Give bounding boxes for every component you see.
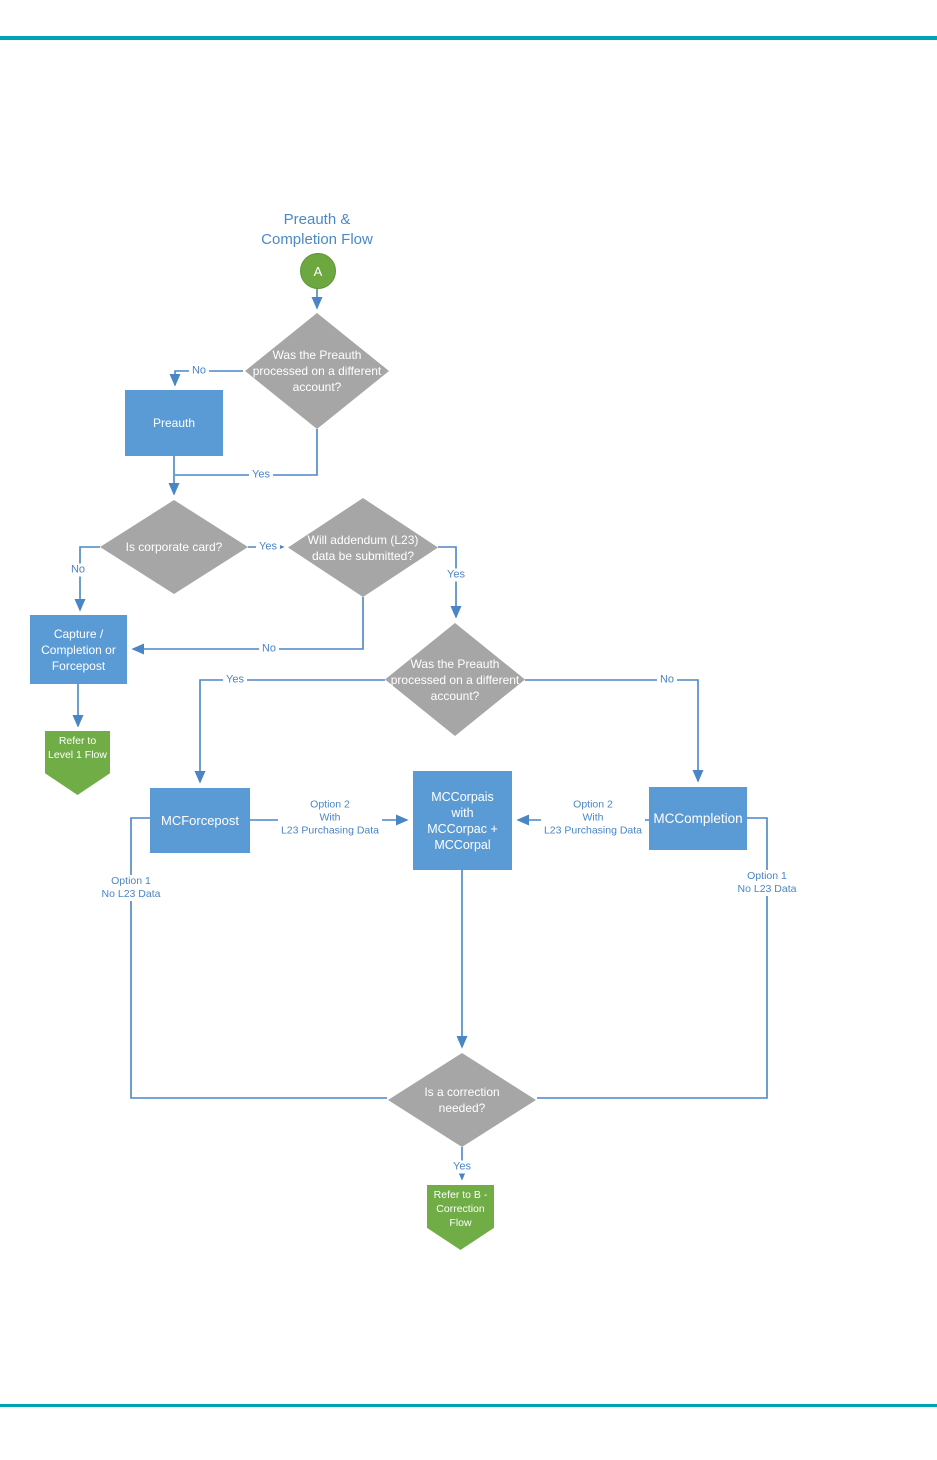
terminal-text-line: Correction xyxy=(436,1203,485,1215)
decision-preauth-different-account-1: Was the Preauth processed on a different… xyxy=(245,313,389,429)
process-text-line: MCCorpac + xyxy=(427,821,498,836)
edge-label-line: Option 1 xyxy=(111,875,151,887)
decision-text-line: account? xyxy=(292,380,342,394)
edge-label-line: L23 Purchasing Data xyxy=(543,824,643,837)
decision-text-line: Is corporate card? xyxy=(125,540,223,554)
diagram-title-line1: Preauth & xyxy=(283,211,351,228)
start-connector-a: A xyxy=(300,253,336,289)
terminal-refer-level1-flow: Refer to Level 1 Flow xyxy=(45,731,110,795)
edge-label-line: Option 2 xyxy=(573,798,613,811)
edge-label-yes-2: Yes xyxy=(256,540,280,554)
process-mccorpais: MCCorpais with MCCorpac + MCCorpal xyxy=(413,771,512,870)
bottom-divider-rule xyxy=(0,1404,937,1407)
decision-text-line: Was the Preauth xyxy=(272,348,362,362)
terminal-refer-b-correction-flow: Refer to B - Correction Flow xyxy=(427,1185,494,1250)
decision-text-line: processed on a different xyxy=(252,364,382,378)
process-mccompletion-label: MCCompletion xyxy=(653,810,743,826)
edge-label-no-2: No xyxy=(67,563,89,577)
process-text-line: MCCorpal xyxy=(434,837,491,852)
decision-text-line: data be submitted? xyxy=(311,548,415,563)
edge-label-no-3: No xyxy=(258,642,280,656)
decision-text-line: Was the Preauth xyxy=(410,656,500,671)
terminal-text-line: Refer to B - xyxy=(433,1189,488,1201)
process-text-line: Forcepost xyxy=(51,658,106,673)
process-mccompletion: MCCompletion xyxy=(649,787,747,850)
decision-corporate-card: Is corporate card? xyxy=(100,500,248,594)
decision-text-line: account? xyxy=(430,688,480,703)
decision-correction-needed: Is a correction needed? xyxy=(388,1053,536,1147)
edge-label-yes-4: Yes xyxy=(223,673,247,687)
edge-label-line: With xyxy=(319,811,341,824)
edge-label-line: Option 1 xyxy=(747,870,787,882)
decision-text-line: Is a correction xyxy=(424,1085,500,1099)
terminal-text-line: Level 1 Flow xyxy=(48,749,107,761)
process-preauth: Preauth xyxy=(125,390,223,456)
diagram-title: Preauth & Completion Flow xyxy=(197,210,437,250)
edge-label-line: No L23 Data xyxy=(101,888,161,900)
edge-label-line: With xyxy=(582,811,604,824)
decision-text-line: needed? xyxy=(438,1101,486,1115)
decision-text-line: processed on a different xyxy=(390,672,520,687)
edge-label-yes-1: Yes xyxy=(249,468,273,482)
process-text-line: MCCorpais xyxy=(431,789,494,804)
process-mcforcepost: MCForcepost xyxy=(150,788,250,853)
process-mcforcepost-label: MCForcepost xyxy=(160,812,240,828)
edge-label-yes-5: Yes xyxy=(450,1160,474,1174)
process-text-line: Completion or xyxy=(41,642,116,657)
decision-text-line: Will addendum (L23) xyxy=(307,532,419,547)
process-preauth-label: Preauth xyxy=(152,416,196,430)
edge-label-line: L23 Purchasing Data xyxy=(280,824,380,837)
process-text-line: Capture / xyxy=(53,626,104,641)
diagram-title-line2: Completion Flow xyxy=(261,231,373,248)
decision-addendum-l23: Will addendum (L23) data be submitted? xyxy=(288,498,438,597)
edge-label-yes-3: Yes xyxy=(444,568,468,582)
process-capture-completion-forcepost: Capture / Completion or Forcepost xyxy=(30,615,127,684)
terminal-text-line: Flow xyxy=(449,1217,472,1229)
terminal-text-line: Refer to xyxy=(58,735,97,747)
top-divider-rule xyxy=(0,36,937,40)
decision-preauth-different-account-2: Was the Preauth processed on a different… xyxy=(385,623,525,736)
edge-label-no-4: No xyxy=(656,673,678,687)
edge-label-option1-right: Option 1 No L23 Data xyxy=(734,870,800,896)
edge-label-option2-right: Option 2 With L23 Purchasing Data xyxy=(540,798,646,838)
edge-label-line: Option 2 xyxy=(310,798,350,811)
process-text-line: with xyxy=(451,805,474,820)
start-connector-a-label: A xyxy=(313,263,323,279)
edge-label-line: No L23 Data xyxy=(737,883,797,895)
edge-label-option1-left: Option 1 No L23 Data xyxy=(98,875,164,901)
edge-label-no-1: No xyxy=(188,364,210,378)
edge-label-option2-left: Option 2 With L23 Purchasing Data xyxy=(277,798,383,838)
